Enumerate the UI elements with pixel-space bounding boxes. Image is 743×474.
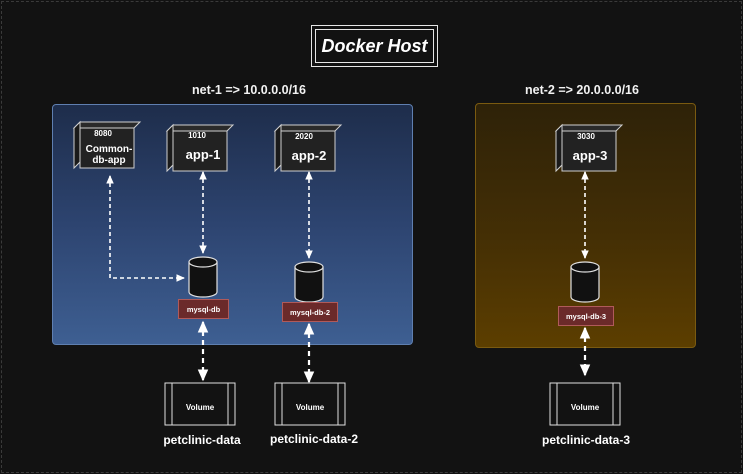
diagram-title: Docker Host	[315, 29, 434, 63]
container-port-8080: 8080	[94, 129, 112, 138]
container-name-app-3: app-3	[573, 148, 608, 163]
volume-shape-label: Volume	[186, 403, 215, 412]
container-port-3030: 3030	[577, 132, 595, 141]
volume-name-petclinic-data-2: petclinic-data-2	[269, 432, 359, 446]
container-port-2020: 2020	[295, 132, 313, 141]
volume-shape[interactable]: Volume	[549, 382, 621, 426]
database-cylinder-icon[interactable]	[294, 261, 324, 303]
database-cylinder-icon[interactable]	[188, 256, 218, 298]
container-common-db-app[interactable]: 8080 Common- db-app	[72, 120, 142, 170]
net-2-label: net-2 => 20.0.0.0/16	[525, 83, 639, 97]
container-app-2[interactable]: 2020 app-2	[273, 123, 343, 173]
volume-name-petclinic-data-3: petclinic-data-3	[541, 433, 631, 447]
container-name-line1: Common-	[86, 144, 133, 155]
net-1-label: net-1 => 10.0.0.0/16	[192, 83, 306, 97]
db-label-mysql-db-3: mysql-db-3	[558, 306, 614, 326]
volume-shape[interactable]: Volume	[274, 382, 346, 426]
container-app-3[interactable]: 3030 app-3	[554, 123, 624, 173]
database-cylinder-icon[interactable]	[570, 261, 600, 303]
container-name-app-1: app-1	[186, 147, 221, 162]
db-label-mysql-db: mysql-db	[178, 299, 229, 319]
volume-shape-label: Volume	[296, 403, 325, 412]
container-name-line2: db-app	[92, 155, 125, 166]
container-name-app-2: app-2	[292, 148, 327, 163]
connection-lines	[106, 171, 589, 282]
volume-name-petclinic-data: petclinic-data	[163, 433, 241, 447]
title-box: Docker Host	[311, 25, 438, 67]
db-label-mysql-db-2: mysql-db-2	[282, 302, 338, 322]
connector-common-db-app-mysql-db	[106, 175, 185, 282]
container-port-1010: 1010	[188, 131, 206, 140]
volume-shape-label: Volume	[571, 403, 600, 412]
volume-shape[interactable]: Volume	[164, 382, 236, 426]
container-app-1[interactable]: 1010 app-1	[165, 123, 235, 173]
volume-connection-lines	[197, 320, 591, 384]
